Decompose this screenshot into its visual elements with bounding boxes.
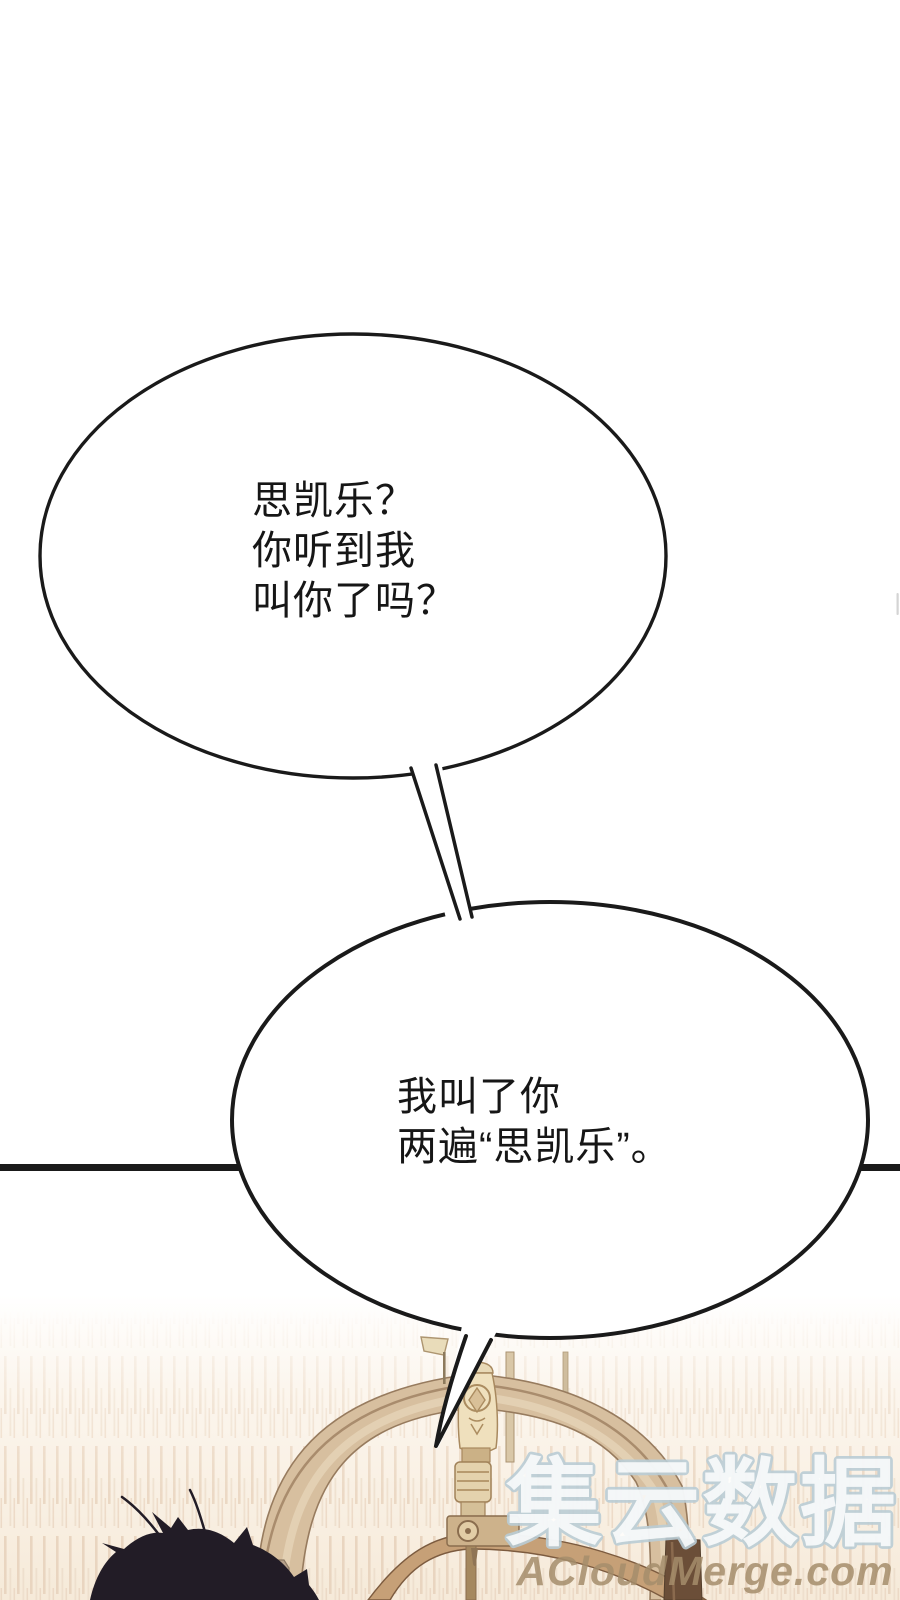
- bedpost-finial: [446, 1361, 520, 1600]
- bubble-bottom-line-2: 两遍“思凯乐”。: [397, 1125, 672, 1169]
- bubble-top-line-3: 叫你了吗？: [252, 579, 457, 623]
- post-rod-lower: [465, 1545, 477, 1600]
- hair-wisp-1: [120, 1495, 162, 1538]
- bedroom-scene: [0, 1295, 900, 1600]
- bed-headboard: [255, 1373, 690, 1600]
- cylinder-ridges: [457, 1471, 489, 1491]
- finial-flag: [420, 1336, 449, 1384]
- finial-neck: [461, 1447, 491, 1463]
- speech-bubbles: [38, 332, 870, 1450]
- speech-bubble-bottom: [230, 900, 870, 1340]
- headboard-arch-highlight: [278, 1391, 670, 1600]
- bubble-top-line-1: 思凯乐？: [252, 479, 416, 523]
- bubble-top-line-2: 你听到我: [252, 529, 416, 573]
- watermark: 集云数据 ACloudMerge.com: [502, 1448, 899, 1594]
- bubble-bottom-text: 我叫了你 两遍“思凯乐”。: [397, 1072, 672, 1172]
- bubble-connector-right-line: [434, 763, 474, 919]
- watermark-site: ACloudMerge.com: [515, 1548, 893, 1594]
- character-hair: [90, 1488, 319, 1600]
- bubble-bottom-line-1: 我叫了你: [397, 1075, 561, 1119]
- finial-emblem-diamond: [468, 1386, 486, 1414]
- watermark-logo: 集云数据: [505, 1451, 898, 1558]
- edge-faint-mark: [896, 593, 899, 615]
- crossbar-knob-dot: [465, 1528, 471, 1534]
- speech-bubble-top: [38, 332, 668, 780]
- hair-wisp-2: [188, 1488, 207, 1534]
- flag-stick: [443, 1352, 446, 1384]
- post-neck2: [460, 1501, 486, 1517]
- canopy-pole-right: [562, 1351, 569, 1395]
- finial-emblem-scroll: [468, 1417, 486, 1436]
- bubble-top-text: 思凯乐？ 你听到我 叫你了吗？: [252, 476, 457, 626]
- bubble-tail-outline: [434, 1334, 493, 1448]
- bubble-connector-left-line: [409, 766, 462, 921]
- hair-silhouette: [90, 1512, 319, 1600]
- dark-front-post-highlight: [670, 1541, 676, 1600]
- rod-pendant: [471, 1548, 478, 1566]
- bubble-connector-fill: [409, 757, 474, 927]
- headboard-arch-groove: [260, 1382, 679, 1600]
